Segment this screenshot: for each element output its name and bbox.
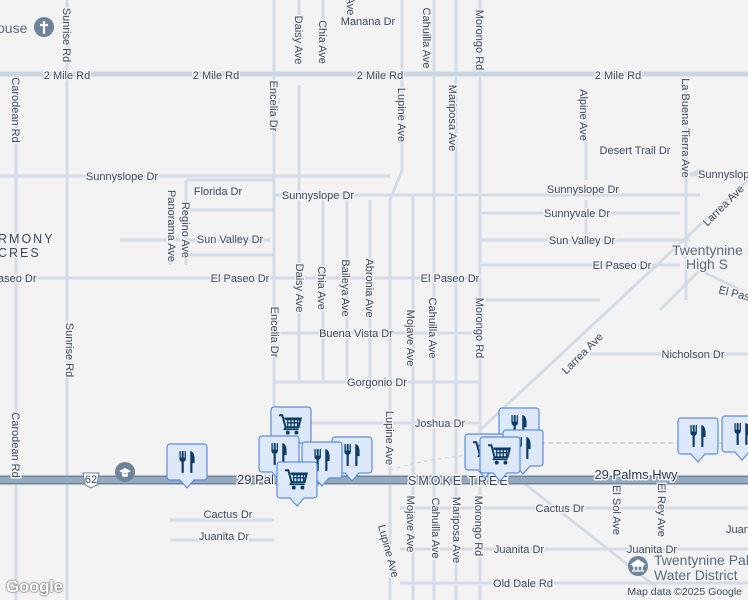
street-label: aseo Dr — [0, 273, 37, 285]
street-label: Carodean Rd — [9, 412, 21, 477]
street-label: Morongo Rd — [473, 10, 485, 71]
street-label: Sunrise Rd — [60, 8, 72, 62]
street-label: Old Dale Rd — [493, 578, 553, 590]
street-label: Juanita Dr — [199, 531, 249, 543]
street-label: Mojave Ave — [404, 310, 416, 367]
street-label: 2 Mile Rd — [44, 70, 90, 82]
street-label: Lupine Ave — [395, 88, 407, 142]
google-logo: Google — [6, 577, 63, 596]
street-label: Daisy Ave — [292, 16, 304, 65]
map-attribution[interactable]: Map data ©2025 Google — [625, 586, 744, 598]
school-icon[interactable] — [115, 462, 135, 482]
street-label: El Paseo Dr — [593, 260, 652, 272]
street-label: Sun Valley Dr — [197, 234, 264, 246]
street-label: Sunnyvale Dr — [544, 208, 610, 220]
street-label: Mariposa Ave — [450, 497, 462, 563]
street-label: Sunnyslope Dr — [282, 190, 354, 202]
place-label: ouse — [0, 20, 28, 36]
street-label: El Pas — [717, 284, 748, 303]
street-label: Encelia Dr — [267, 81, 279, 132]
street-label: Nicholson Dr — [662, 349, 725, 361]
street-label: La Buena Tierra Ave — [679, 78, 691, 177]
street-label: Panorama Ave — [165, 190, 177, 262]
street-label: Sunnyslope Dr — [547, 184, 619, 196]
street-label: Cahuilla Ave — [426, 298, 438, 359]
street-label: El Paseo Dr — [211, 273, 270, 285]
svg-text:62[interactable]: 62 — [85, 474, 97, 486]
street-label: Lupine Ave — [375, 523, 401, 579]
street-label: Baileya Ave — [339, 259, 351, 316]
street-label: Alpine Ave — [577, 89, 589, 141]
street-label: Buena Vista Dr — [319, 328, 393, 340]
street-label: El Paseo Dr — [421, 273, 480, 285]
street-label: Abronia Ave — [363, 258, 375, 317]
street-label: El Sol Ave — [610, 485, 622, 535]
street-label: Juanita Dr — [627, 544, 677, 556]
place-label: Twentynine Pal — [654, 552, 748, 568]
place-labels: ouse RMONY CRES Twentynine P High S Twen… — [0, 19, 748, 585]
street-label: Morongo Rd — [472, 496, 484, 557]
road — [168, 178, 748, 592]
street-label: Daisy Ave — [293, 264, 305, 313]
place-label: Water District — [654, 567, 738, 583]
street-label: 2 Mile Rd — [595, 70, 641, 82]
street-label: Sunnyslope Dr — [86, 171, 158, 183]
poi-icons[interactable]: 62 — [34, 17, 648, 576]
street-label: Manana Dr — [341, 16, 396, 28]
street-label: 2 Mile Rd — [193, 70, 239, 82]
street-label: Encelia Dr — [268, 307, 280, 358]
route-62-shield[interactable]: 62 — [82, 472, 100, 489]
street-label: Sunnyslope Dr — [698, 169, 748, 181]
street-label: Florida Dr — [194, 186, 243, 198]
road — [0, 168, 748, 585]
street-label: Cactus Dr — [204, 509, 253, 521]
street-label: Chia Ave — [315, 266, 327, 310]
street-label: Lupine Ave — [383, 411, 395, 465]
street-label: 29 Palms Hwy — [594, 467, 678, 482]
street-label: Ave — [344, 0, 356, 15]
street-label: Cahuilla Ave — [429, 498, 441, 559]
street-label: 29 Pal — [237, 472, 274, 487]
street-label: Chia Ave — [316, 20, 328, 64]
street-label: Joshua Dr — [415, 418, 465, 430]
street-label: 2 Mile Rd — [357, 70, 403, 82]
street-label: Carodean Rd — [9, 77, 21, 142]
church-icon[interactable] — [34, 17, 54, 37]
restaurant-marker[interactable] — [721, 415, 748, 461]
place-label: CRES — [0, 246, 41, 260]
street-label: Cactus Dr — [536, 503, 585, 515]
street-label: Mojave Ave — [404, 496, 416, 553]
street-label: Larrea Ave — [701, 183, 747, 229]
place-label: SMOKE TREE — [408, 474, 510, 488]
street-label: Cahuilla Ave — [420, 8, 432, 69]
water-district-icon[interactable] — [628, 556, 648, 576]
street-label: Morongo Rd — [473, 298, 485, 359]
place-label: RMONY — [0, 232, 55, 246]
street-label: Juanita Dr — [494, 544, 544, 556]
street-label: Sun Valley Dr — [549, 235, 616, 247]
street-label: Juan — [726, 524, 748, 536]
street-label: Sunrise Rd — [63, 323, 75, 377]
place-label: High S — [686, 256, 728, 272]
shopping-marker[interactable] — [276, 461, 318, 507]
street-label: Gorgonio Dr — [347, 377, 407, 389]
street-label: Mariposa Ave — [446, 85, 458, 151]
restaurant-marker[interactable] — [677, 417, 719, 463]
street-label: Desert Trail Dr — [600, 145, 671, 157]
place-label: Twentynine P — [672, 242, 748, 258]
street-label: El Rey Ave — [655, 483, 667, 537]
street-label: Regino Ave — [179, 202, 191, 258]
